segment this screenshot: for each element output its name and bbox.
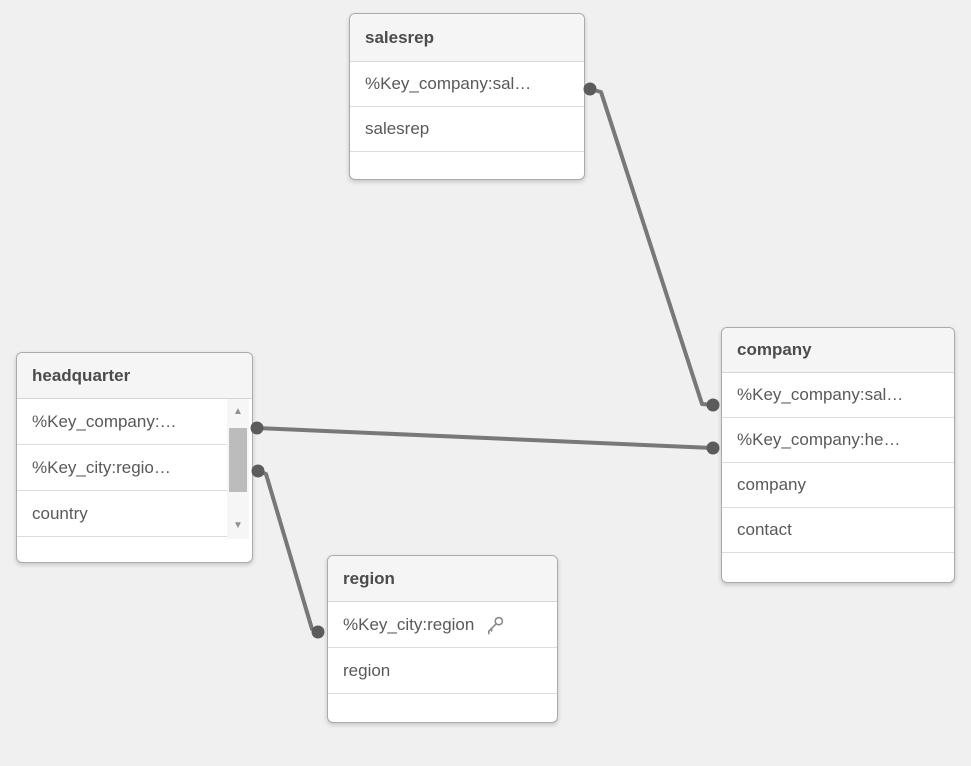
- field-row[interactable]: %Key_city:region: [328, 602, 557, 648]
- field-label: country: [32, 503, 88, 523]
- key-icon: [484, 614, 506, 636]
- connector-dot: [311, 625, 325, 639]
- field-row[interactable]: %Key_company:sal…: [722, 373, 954, 418]
- field-label: region: [343, 660, 391, 680]
- connection-salesrep-company: [589, 87, 714, 407]
- field-row[interactable]: country: [17, 491, 228, 537]
- connector-dot: [583, 82, 597, 96]
- field-label: contact: [737, 520, 792, 539]
- connection-headquarter-company: [256, 426, 714, 450]
- field-list: %Key_company:… %Key_city:regio… country: [17, 399, 228, 537]
- field-label: %Key_company:sal…: [365, 74, 532, 93]
- table-title: company: [737, 340, 812, 359]
- field-row[interactable]: %Key_company:he…: [722, 418, 954, 463]
- field-row[interactable]: %Key_company:…: [17, 399, 228, 445]
- field-row[interactable]: region: [328, 648, 557, 694]
- table-header[interactable]: headquarter: [17, 353, 252, 399]
- table-title: headquarter: [32, 365, 131, 385]
- field-label: %Key_city:regio…: [32, 457, 171, 477]
- table-region[interactable]: region %Key_city:region reg: [327, 555, 558, 723]
- connector-dot: [706, 441, 720, 455]
- field-row[interactable]: %Key_company:sal…: [350, 62, 584, 107]
- scrollbar-thumb[interactable]: [229, 428, 247, 492]
- field-row[interactable]: salesrep: [350, 107, 584, 152]
- field-list: %Key_company:sal… salesrep: [350, 62, 584, 152]
- field-label: %Key_city:region: [343, 614, 475, 634]
- scroll-down-icon[interactable]: ▼: [233, 519, 243, 531]
- field-row[interactable]: company: [722, 463, 954, 508]
- field-label: %Key_company:…: [32, 411, 177, 431]
- field-list: %Key_city:region region: [328, 602, 557, 694]
- field-label: %Key_company:sal…: [737, 385, 904, 404]
- field-label: %Key_company:he…: [737, 430, 901, 449]
- field-row[interactable]: %Key_city:regio…: [17, 445, 228, 491]
- table-title: salesrep: [365, 27, 434, 47]
- field-label: salesrep: [365, 119, 430, 138]
- table-header[interactable]: salesrep: [350, 14, 584, 62]
- table-headquarter[interactable]: headquarter %Key_company:… %Key_city:reg…: [16, 352, 253, 563]
- field-list: %Key_company:sal… %Key_company:he… compa…: [722, 373, 954, 553]
- field-row[interactable]: contact: [722, 508, 954, 553]
- vertical-scrollbar[interactable]: ▲ ▼: [227, 399, 249, 539]
- table-salesrep[interactable]: salesrep %Key_company:sal… salesrep: [349, 13, 585, 180]
- connector-dot: [251, 464, 265, 478]
- table-header[interactable]: company: [722, 328, 954, 373]
- table-header[interactable]: region: [328, 556, 557, 602]
- connector-dot: [706, 398, 720, 412]
- field-label: company: [737, 475, 806, 494]
- table-company[interactable]: company %Key_company:sal… %Key_company:h…: [721, 327, 955, 583]
- scroll-up-icon[interactable]: ▲: [233, 405, 243, 417]
- table-title: region: [343, 568, 395, 588]
- connection-headquarter-region: [257, 469, 319, 634]
